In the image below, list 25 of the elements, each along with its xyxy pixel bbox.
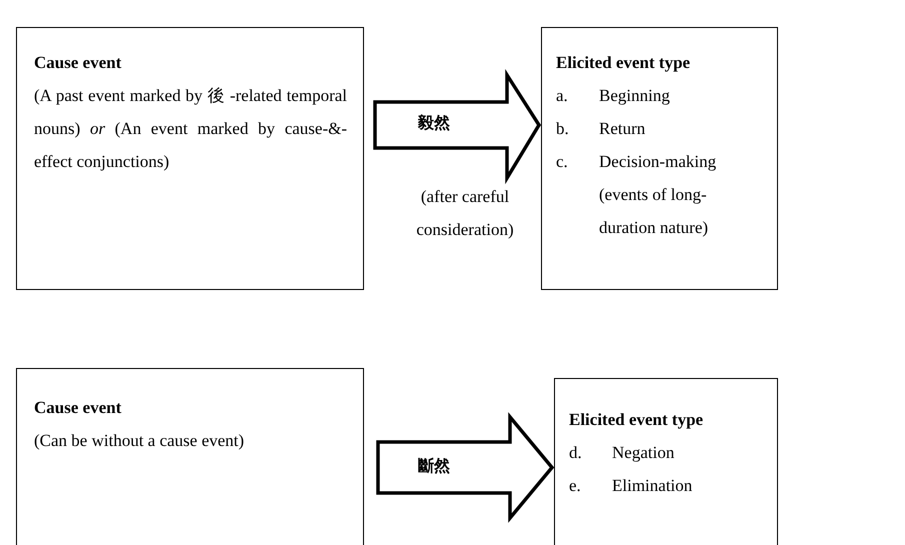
heading: Cause event: [34, 397, 122, 419]
list-item: Decision-making (events of long-duration nature): [599, 151, 718, 239]
note: (after careful consideration): [415, 186, 515, 241]
edge-label: 毅然: [418, 113, 450, 133]
heading: Elicited event type: [569, 409, 704, 431]
block-arrow: [373, 69, 542, 184]
description: (A past event marked by 後 -related temporal nouns) or (An event marked by cause-&-effect conjunctions): [34, 85, 347, 173]
list-item: Elimination: [612, 475, 692, 497]
text-box: [16, 368, 364, 545]
heading: Cause event: [34, 52, 122, 74]
list-marker: d.: [569, 442, 583, 464]
list-marker: a.: [556, 85, 569, 107]
list-marker: b.: [556, 118, 570, 140]
list-marker: e.: [569, 475, 582, 497]
list-item: Negation: [612, 442, 674, 464]
block-arrow: [376, 412, 554, 523]
list-item: Return: [599, 118, 646, 140]
heading: Elicited event type: [556, 52, 692, 74]
text-box: [16, 27, 364, 290]
list-marker: c.: [556, 151, 569, 173]
text-box: [554, 378, 778, 545]
description: (Can be without a cause event): [34, 430, 246, 452]
edge-label: 斷然: [418, 456, 450, 476]
list-item: Beginning: [599, 85, 670, 107]
text-box: [541, 27, 778, 290]
